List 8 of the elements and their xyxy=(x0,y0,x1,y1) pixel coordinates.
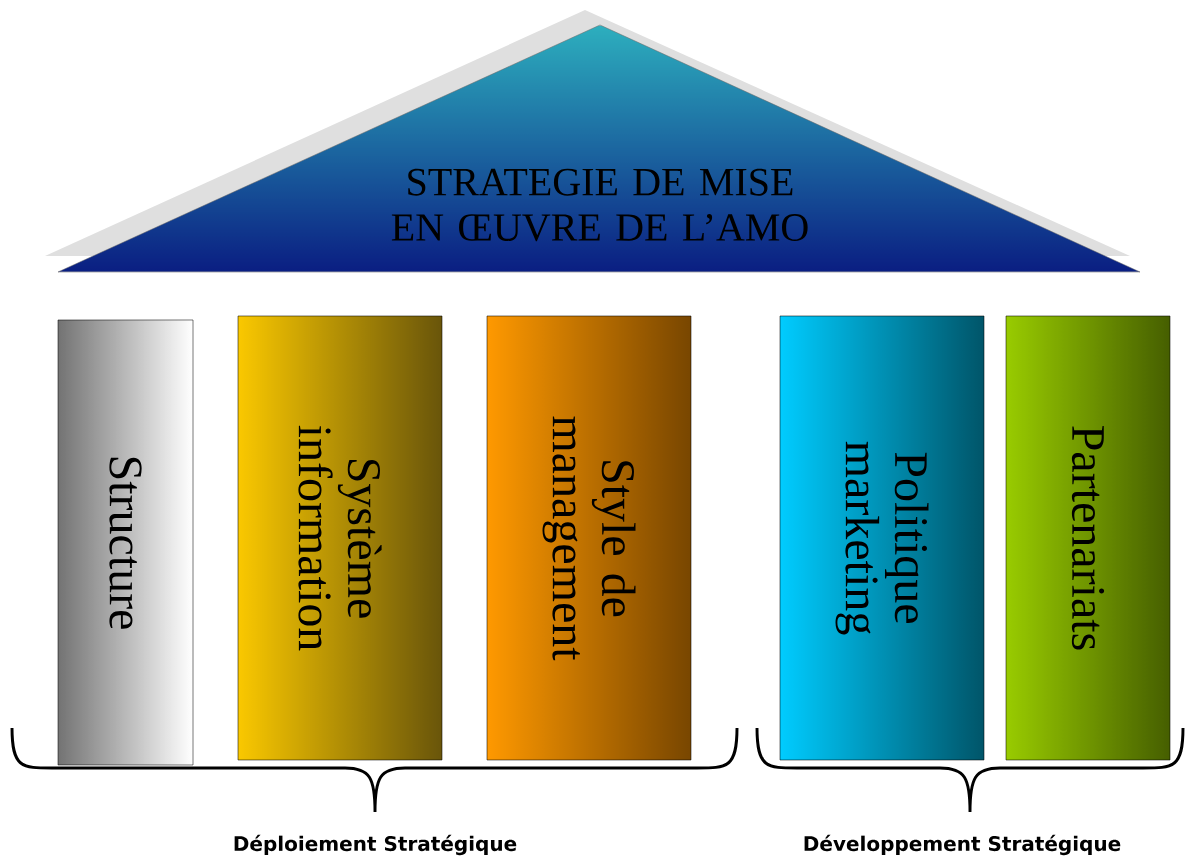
pillar: Partenariats xyxy=(1005,315,1171,761)
pillar: Système information xyxy=(237,315,443,761)
group-label: Déploiement Stratégique xyxy=(234,834,517,856)
roof: STRATEGIE DE MISE EN ŒUVRE DE L’AMO xyxy=(57,24,1141,273)
group-label: Développement Stratégique xyxy=(804,834,1121,856)
pillar: Politique marketing xyxy=(779,315,985,761)
pillar: Style de management xyxy=(486,315,692,761)
pillar: Structure xyxy=(57,319,194,766)
